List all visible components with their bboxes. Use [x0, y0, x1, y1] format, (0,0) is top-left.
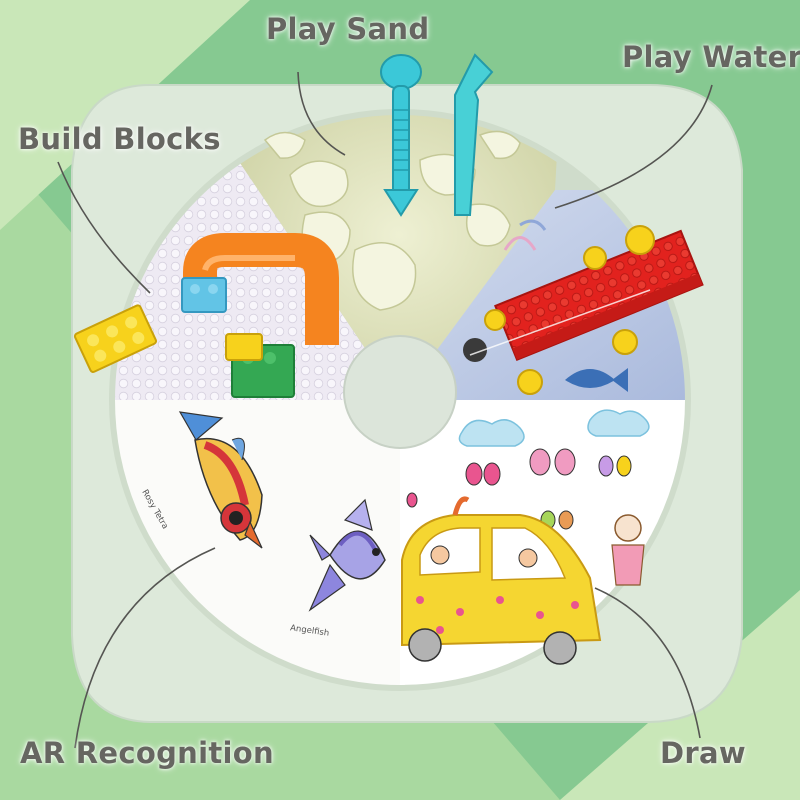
water-tray-decor [503, 219, 628, 392]
label-play-sand: Play Sand [266, 12, 430, 46]
label-ar-recognition: AR Recognition [20, 736, 274, 770]
label-draw: Draw [660, 736, 746, 770]
building-blocks [73, 233, 339, 398]
label-build-blocks: Build Blocks [18, 122, 221, 156]
label-play-water: Play Water [622, 40, 800, 74]
angelfish-drawing [308, 498, 386, 612]
rosy-tetra-drawing [178, 411, 263, 549]
leader-lines [57, 71, 713, 749]
sand-rake-tool [454, 53, 494, 216]
center-hub [343, 335, 457, 449]
sand-spoon-tool [380, 54, 422, 217]
kids-drawing [401, 409, 650, 665]
red-block-vehicle [463, 225, 704, 395]
